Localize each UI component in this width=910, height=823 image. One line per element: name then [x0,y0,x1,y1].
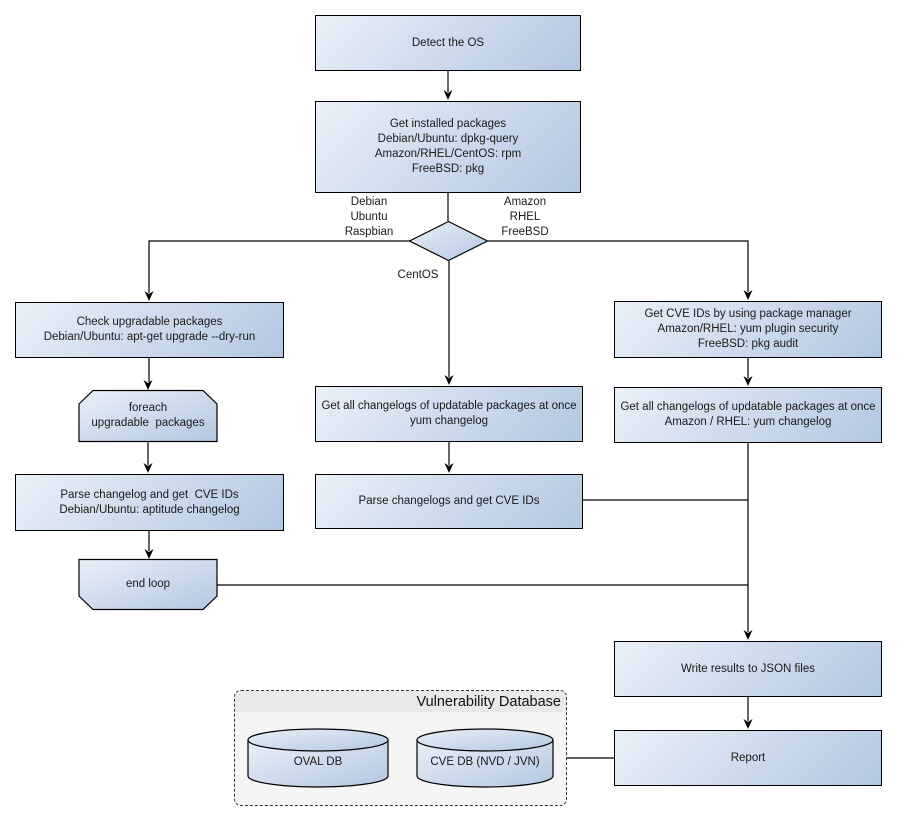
end-loop-label: end loop [125,578,171,590]
node-right-changelogs-label: Get all changelogs of updatable packages… [620,401,876,428]
arrowhead [144,291,154,301]
arrowhead [444,463,454,473]
node-mid-parse: Parse changelogs and get CVE IDs [315,474,583,529]
node-right-cve-ids: Get CVE IDs by using package manager Ama… [614,301,882,358]
arrowhead [143,380,153,390]
edge-label-left-branch: Debian Ubuntu Raspbian [344,196,394,238]
vulnerability-database-container: Vulnerability Database [234,690,567,806]
os-decision-diamond [408,220,489,262]
node-mid-parse-label: Parse changelogs and get CVE IDs [358,495,540,507]
arrowhead [743,376,753,386]
vulnerability-database-title: Vulnerability Database [416,693,561,710]
arrowhead [144,549,154,559]
node-report: Report [614,730,882,786]
foreach-loop-shape [78,389,218,443]
node-get-installed-packages: Get installed packages Debian/Ubuntu: dp… [315,101,581,193]
arrowhead [743,719,753,729]
node-right-cve-ids-label: Get CVE IDs by using package manager Ama… [644,308,852,350]
end-loop-shape [78,558,218,611]
node-mid-changelogs: Get all changelogs of updatable packages… [315,386,583,442]
node-get-installed-packages-label: Get installed packages Debian/Ubuntu: dp… [374,118,522,175]
connector-diamond-to-right [488,240,749,292]
edge-label-right-branch: Amazon RHEL FreeBSD [501,196,549,238]
node-parse-changelog-left: Parse changelog and get CVE IDs Debian/U… [15,474,284,531]
node-detect-os-label: Detect the OS [411,36,485,49]
arrowhead [743,630,753,640]
arrowhead [143,463,153,473]
node-report-label: Report [730,751,766,764]
foreach-loop-overlay: foreach upgradable packages [79,391,217,441]
node-detect-os: Detect the OS [315,15,581,71]
node-write-json-label: Write results to JSON files [681,662,815,675]
node-parse-changelog-left-label: Parse changelog and get CVE IDs Debian/U… [59,488,240,516]
node-right-changelogs: Get all changelogs of updatable packages… [614,387,882,443]
node-write-json: Write results to JSON files [614,641,882,697]
edge-label-centos: CentOS [397,269,439,281]
foreach-loop-label: foreach upgradable packages [91,402,205,429]
node-check-upgradable: Check upgradable packages Debian/Ubuntu:… [15,302,284,358]
end-loop-overlay: end loop [79,560,217,609]
connector-diamond-to-left [148,240,410,293]
node-check-upgradable-label: Check upgradable packages Debian/Ubuntu:… [43,316,256,343]
arrowhead [443,90,453,100]
vulnerability-database-title-band: Vulnerability Database [235,691,566,712]
node-mid-changelogs-label: Get all changelogs of updatable packages… [321,400,577,427]
arrowhead [444,375,454,385]
arrowhead [743,290,753,300]
